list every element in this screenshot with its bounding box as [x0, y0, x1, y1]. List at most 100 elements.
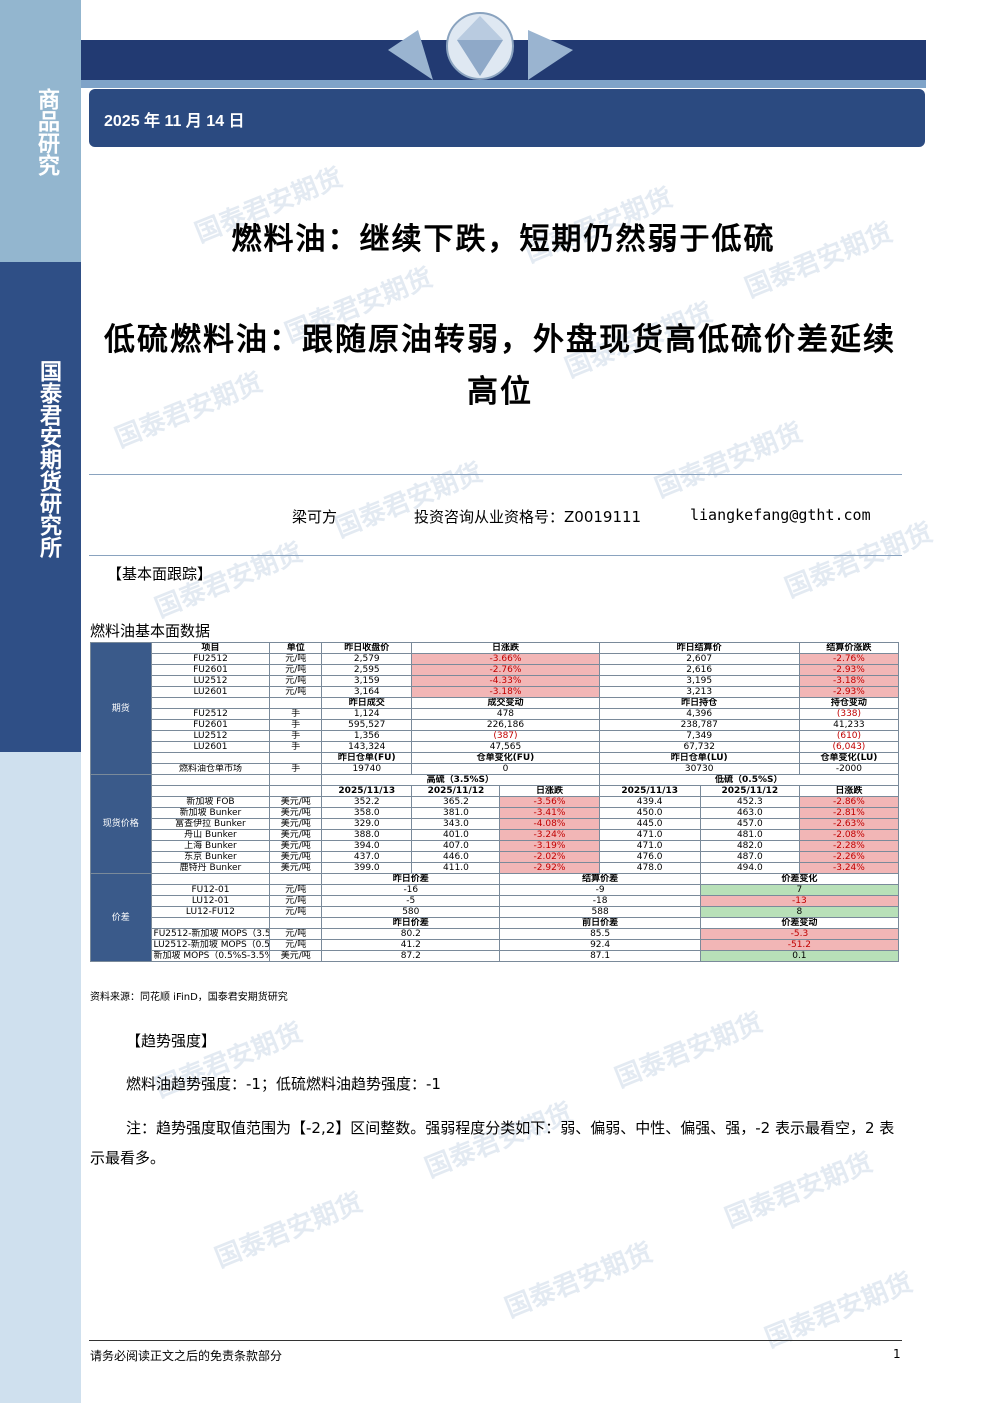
author-email: liangkefang@gtht.com — [690, 506, 871, 524]
table-cell: -4.33% — [411, 675, 600, 687]
table-cell: 元/吨 — [269, 895, 323, 907]
table-cell: 昨日价差 — [321, 873, 501, 885]
table-cell: 昨日仓单(LU) — [598, 752, 800, 764]
table-cell: LU12-FU12 — [150, 906, 271, 918]
table-cell: 87.2 — [321, 950, 501, 962]
table-cell: -3.66% — [411, 653, 600, 665]
table-cell: 昨日收盘价 — [321, 642, 413, 654]
diamond-logo-icon — [388, 12, 573, 80]
table-cell — [150, 697, 271, 709]
table-cell: 30730 — [598, 763, 800, 775]
table-cell: 3,213 — [598, 686, 800, 698]
table-cell: -2.86% — [798, 796, 900, 808]
table-cell: LU12-01 — [150, 895, 271, 907]
table-cell: 0.1 — [699, 950, 900, 962]
table-cell: 价差变动 — [699, 917, 900, 929]
table-cell — [150, 873, 271, 885]
table-cell: 446.0 — [411, 851, 501, 863]
table-cell: -5.3 — [699, 928, 900, 940]
table-title: 燃料油基本面数据 — [90, 622, 211, 640]
table-cell: 482.0 — [699, 840, 800, 852]
table-cell: 358.0 — [321, 807, 413, 819]
table-cell: 元/吨 — [269, 653, 323, 665]
table-cell: 昨日结算价 — [598, 642, 800, 654]
table-cell: 3,159 — [321, 675, 413, 687]
table-cell: 项目 — [150, 642, 271, 654]
table-cell: 87.1 — [499, 950, 701, 962]
table-cell: -2.76% — [798, 653, 900, 665]
main-title: 燃料油：继续下跌，短期仍然弱于低硫 — [231, 222, 776, 257]
table-cell: 471.0 — [598, 840, 701, 852]
category-futures: 期货 — [90, 642, 152, 775]
table-cell: 450.0 — [598, 807, 701, 819]
table-cell: 7,349 — [598, 730, 800, 742]
table-cell: 东京 Bunker — [150, 851, 271, 863]
table-cell: 494.0 — [699, 862, 800, 874]
table-cell: 手 — [269, 708, 323, 720]
table-cell: 燃料油仓单市场 — [150, 763, 271, 775]
table-cell: 2,579 — [321, 653, 413, 665]
table-cell: -2.93% — [798, 686, 900, 698]
table-cell — [150, 774, 271, 786]
table-cell — [269, 917, 323, 929]
table-row: 新加坡 MOPS（0.5%S-3.5%S）美元/吨87.287.10.1 — [91, 950, 900, 962]
table-cell: FU2601 — [150, 664, 271, 676]
table-cell: 美元/吨 — [269, 862, 323, 874]
table-cell: 手 — [269, 763, 323, 775]
sidebar-top-block — [0, 0, 81, 262]
table-cell: FU12-01 — [150, 884, 271, 896]
table-cell: 226,186 — [411, 719, 600, 731]
table-cell: 元/吨 — [269, 906, 323, 918]
table-cell — [150, 785, 271, 797]
table-cell: 2025/11/13 — [321, 785, 413, 797]
table-cell: 437.0 — [321, 851, 413, 863]
table-cell — [269, 752, 323, 764]
table-cell: -2.81% — [798, 807, 900, 819]
date-banner: 2025 年 11 月 14 日 — [89, 89, 925, 147]
table-cell: FU2512-新加坡 MOPS（3.5%S） — [150, 928, 271, 940]
table-cell: -3.18% — [411, 686, 600, 698]
table-cell: 价差变化 — [699, 873, 900, 885]
table-cell: (610) — [798, 730, 900, 742]
table-cell: 成交变动 — [411, 697, 600, 709]
watermark-text: 国泰君安期货 — [610, 1007, 767, 1094]
table-cell: 手 — [269, 741, 323, 753]
table-cell: 463.0 — [699, 807, 800, 819]
table-cell: 上海 Bunker — [150, 840, 271, 852]
table-row: 价差昨日价差结算价差价差变化 — [90, 873, 900, 962]
table-cell: (338) — [798, 708, 900, 720]
table-cell: 昨日价差 — [321, 917, 501, 929]
left-sidebar: 商品研究 国泰君安期货研究所 — [0, 0, 81, 1403]
table-cell: 381.0 — [411, 807, 501, 819]
table-cell: -3.24% — [499, 829, 600, 841]
table-cell: 日涨跌 — [411, 642, 600, 654]
table-cell: 394.0 — [321, 840, 413, 852]
table-cell — [269, 785, 323, 797]
table-cell: -2.08% — [798, 829, 900, 841]
sidebar-category-label: 商品研究 — [34, 88, 59, 176]
table-cell: 富查伊拉 Bunker — [150, 818, 271, 830]
table-cell: 407.0 — [411, 840, 501, 852]
table-cell: 478 — [411, 708, 600, 720]
table-cell: 结算价差 — [499, 873, 701, 885]
table-cell: 478.0 — [598, 862, 701, 874]
table-cell: 238,787 — [598, 719, 800, 731]
table-cell — [150, 917, 271, 929]
table-cell: LU2601 — [150, 686, 271, 698]
table-cell: -3.24% — [798, 862, 900, 874]
watermark-text: 国泰君安期货 — [210, 1187, 367, 1274]
watermark-text: 国泰君安期货 — [650, 417, 807, 504]
table-cell: 588 — [499, 906, 701, 918]
table-cell: 352.2 — [321, 796, 413, 808]
section-trend: 【趋势强度】 — [126, 1032, 217, 1050]
table-cell: 低硫（0.5%S） — [598, 774, 900, 786]
table-cell: 411.0 — [411, 862, 501, 874]
table-cell: -3.19% — [499, 840, 600, 852]
table-cell — [269, 697, 323, 709]
